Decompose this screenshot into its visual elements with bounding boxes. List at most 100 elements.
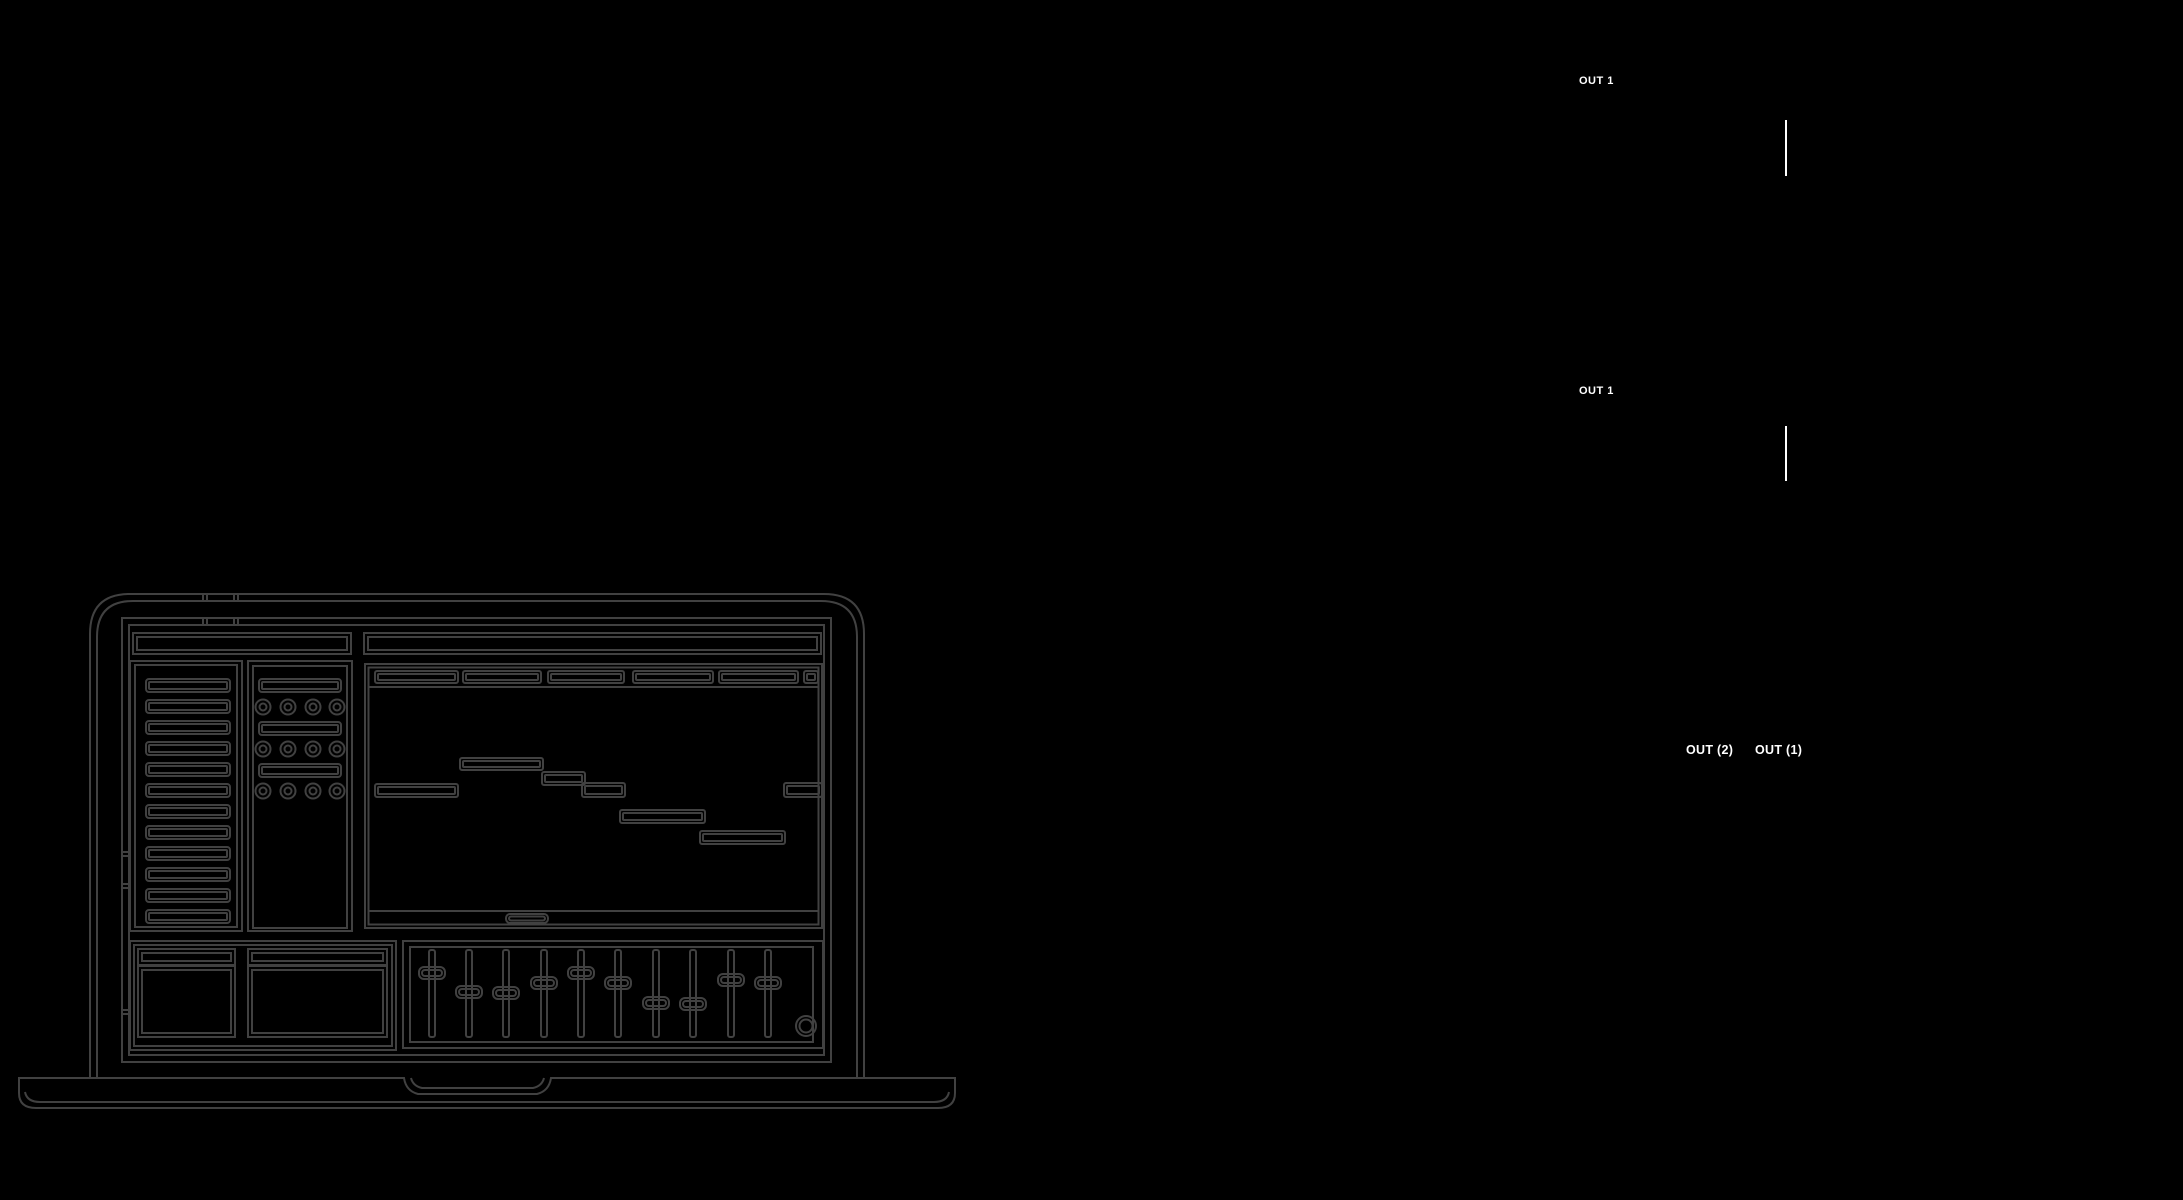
knob-icon-center (283, 744, 293, 754)
clip-box-right (247, 948, 388, 1038)
fader-handle-inner (645, 999, 667, 1007)
track-bar-inner (148, 744, 228, 753)
base-outline (18, 1077, 956, 1109)
fader-handle-inner (757, 979, 779, 987)
fader-handle (492, 986, 520, 1000)
knob-icon (328, 782, 346, 800)
knob-icon-center (283, 702, 293, 712)
piano-note-inner (462, 760, 541, 768)
menu-bar-right (363, 632, 822, 655)
mixer-fader (455, 949, 483, 1038)
knob-icon (304, 698, 322, 716)
fader-handle (530, 976, 558, 990)
fader-handle (604, 976, 632, 990)
mixer-fader (567, 949, 595, 1038)
fader-track (502, 949, 510, 1038)
track-bar-inner (148, 765, 228, 774)
piano-roll-tab (718, 670, 799, 684)
fader-track (428, 949, 436, 1038)
piano-roll-tab-inner (806, 673, 816, 681)
clip-panel (129, 940, 397, 1051)
fader-track (652, 949, 660, 1038)
knob-icon-center (308, 744, 318, 754)
piano-note-inner (622, 812, 703, 821)
screen-outer (121, 617, 832, 1063)
device-bar-inner (261, 681, 339, 690)
lid-tick-marks (202, 593, 239, 601)
device-bar-inner (261, 766, 339, 775)
knob-icon-center (332, 702, 342, 712)
track-bar-inner (148, 891, 228, 900)
knob-icon-center (258, 702, 268, 712)
piano-note-inner (786, 785, 820, 795)
out-label-bottom-right: OUT (1) (1755, 743, 1803, 757)
piano-note (699, 830, 786, 845)
connector-line (1785, 120, 1787, 176)
fader-handle-inner (570, 969, 592, 977)
fader-track (764, 949, 772, 1038)
track-bar-inner (148, 786, 228, 795)
clip-box-left (137, 948, 236, 1038)
knob-icon-center (258, 744, 268, 754)
track-bar-inner (148, 807, 228, 816)
screen-tick-marks (121, 617, 239, 1015)
track-bar-inner (148, 723, 228, 732)
fader-handle-inner (607, 979, 629, 987)
track-bar (145, 867, 231, 882)
mixer-panel (402, 940, 824, 1049)
knob-icon-center (283, 786, 293, 796)
track-bar-inner (148, 849, 228, 858)
piano-note (459, 757, 544, 771)
fader-handle (717, 973, 745, 987)
fader-handle (754, 976, 782, 990)
fader-track (614, 949, 622, 1038)
piano-roll-tab (462, 670, 542, 684)
track-bar (145, 825, 231, 840)
track-bar-inner (148, 681, 228, 690)
menu-bar-left (132, 632, 352, 655)
device-bar (258, 763, 342, 778)
piano-roll-tab (374, 670, 459, 684)
track-list-panel (129, 660, 243, 932)
knob-icon (328, 698, 346, 716)
knob-icon-center (332, 786, 342, 796)
fader-handle-inner (720, 976, 742, 984)
knob-icon (254, 782, 272, 800)
piano-roll-tab-inner (550, 673, 622, 681)
out-label-top: OUT 1 (1579, 75, 1614, 87)
mixer-fader (492, 949, 520, 1038)
knob-icon (304, 782, 322, 800)
track-bar (145, 804, 231, 819)
scrollbar-thumb (505, 913, 549, 924)
mixer-knob-icon (795, 1015, 817, 1037)
fader-track (465, 949, 473, 1038)
fader-handle (455, 985, 483, 999)
track-bar (145, 699, 231, 714)
piano-roll-panel (364, 663, 823, 929)
out-label-bottom-left: OUT (2) (1686, 743, 1734, 757)
piano-roll-tab-inner (377, 673, 456, 681)
fader-handle (418, 966, 446, 980)
piano-note-inner (544, 774, 583, 783)
knob-icon-center (332, 744, 342, 754)
fader-handle-inner (458, 988, 480, 996)
connector-line (1785, 426, 1787, 481)
track-bar (145, 888, 231, 903)
mixer-fader (754, 949, 782, 1038)
fader-handle-inner (533, 979, 555, 987)
laptop-lid-outer (89, 593, 865, 1078)
track-bar (145, 783, 231, 798)
piano-roll-tab-inner (635, 673, 711, 681)
piano-note (619, 809, 706, 824)
track-bar (145, 846, 231, 861)
knob-icon-center (258, 786, 268, 796)
fader-handle (642, 996, 670, 1010)
knob-icon (254, 698, 272, 716)
mixer-fader (530, 949, 558, 1038)
mixer-fader (642, 949, 670, 1038)
track-bar (145, 909, 231, 924)
laptop-base (18, 1077, 956, 1109)
mixer-fader (418, 949, 446, 1038)
fader-handle-inner (421, 969, 443, 977)
piano-note-inner (377, 786, 456, 795)
